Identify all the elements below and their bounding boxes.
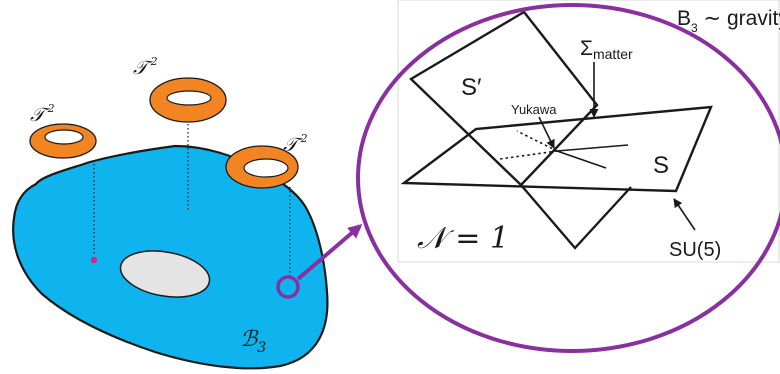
sigma-matter-label: Σmatter [580,37,633,62]
base-letter: ℬ [240,327,259,352]
ray-3 [556,144,629,152]
gravity-rest: ∼ gravity [698,7,780,30]
base-hole [119,250,211,298]
brane-planes [400,10,713,250]
s-plane [400,105,713,193]
su5-arrow [673,198,696,231]
zoom-source-circle [276,275,300,299]
fiber-lines [93,120,291,278]
torus-right-hole [243,158,289,178]
s-prime-label: S′ [461,74,482,101]
su5-label: SU(5) [669,239,721,261]
marked-point [90,256,98,264]
s-prime-plane [409,10,599,187]
torus-right-exp: 2 [300,132,308,145]
inset-panel: B3 ∼ gravity S′ S Σmatter Yukawa 𝒩 = 1 S… [397,0,780,263]
ray-4 [556,150,607,169]
base-label: ℬ3 [240,327,266,356]
base-manifold: ℬ3 [12,144,329,370]
ray-1 [499,150,558,160]
lower-wedge [520,184,632,250]
torus-left-exp: 2 [47,102,55,115]
inset-frame [397,0,780,263]
zoom-ellipse [356,3,780,353]
torus-middle-hole [166,90,212,106]
base-subscript: 3 [257,340,266,356]
yukawa-label: Yukawa [511,102,557,117]
gravity-title: B3 ∼ gravity [677,7,780,35]
torus-middle-exp: 2 [150,55,158,68]
sigma-subscript: matter [593,46,633,62]
torus-left-hole [44,129,84,145]
yukawa-arrow [538,116,555,149]
susy-label: 𝒩 = 1 [417,221,509,256]
s-label: S [653,152,669,179]
zoom-arrow [296,224,363,281]
gravity-b-sub: 3 [691,21,698,35]
sigma-symbol: Σ [580,37,593,60]
gravity-b: B [677,7,691,30]
